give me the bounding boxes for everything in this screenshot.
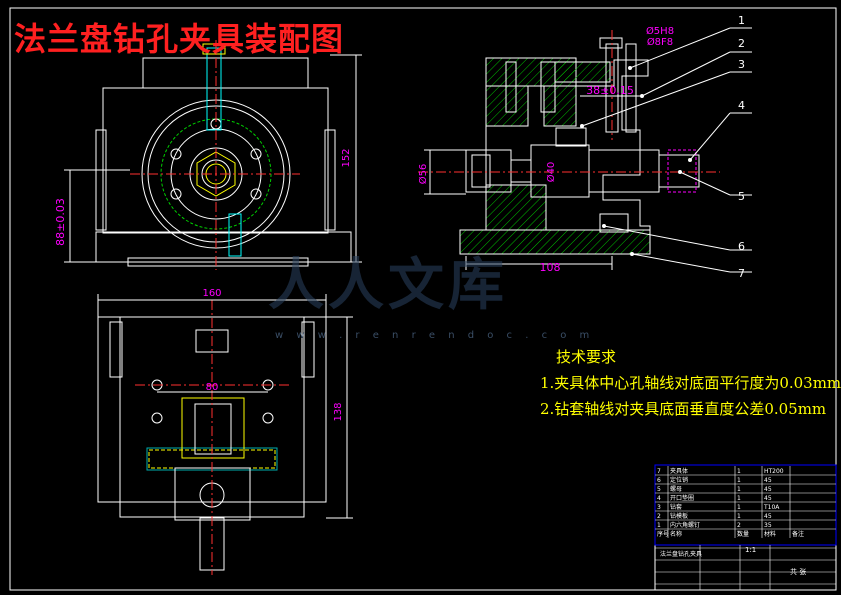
title-block-cell: 1 — [657, 522, 661, 529]
title-block-scale: 1:1 — [745, 546, 756, 554]
requirements-heading: 技术要求 — [556, 348, 617, 366]
right-section-view: Ø56 Ø40 108 38±0.15 Ø5H8 Ø8F8 — [417, 25, 720, 274]
title-block-cell: 定位销 — [670, 476, 688, 484]
title-block-cell: 钻套 — [670, 503, 682, 511]
title-block-cell: 7 — [657, 468, 661, 475]
balloon-4: 4 — [738, 99, 745, 112]
title-block-cell: 35 — [764, 522, 772, 529]
title-block-cell: 1 — [737, 477, 741, 484]
watermark-site: w w w . r e n r e n d o c . c o m — [275, 330, 595, 341]
title-block-cell: 45 — [764, 513, 772, 520]
title-block-header: 备注 — [792, 530, 804, 538]
title-block-header: 序号 — [657, 530, 669, 538]
balloon-3: 3 — [738, 58, 745, 71]
title-block-cell: 3 — [657, 504, 661, 511]
drawing-frame — [9, 7, 837, 591]
dim-88: 88±0.03 — [54, 198, 67, 246]
title-block-cell: 5 — [657, 486, 661, 493]
dim-dia-40: Ø40 — [545, 162, 557, 183]
title-block-cell: T10A — [763, 504, 780, 511]
title-block-cell: 1 — [737, 486, 741, 493]
title-block-cell: 1 — [737, 468, 741, 475]
balloon-6: 6 — [738, 240, 745, 253]
title-block-cell: 45 — [764, 495, 772, 502]
title-block-cell: 1 — [737, 513, 741, 520]
balloon-1: 1 — [738, 14, 745, 27]
dim-108: 108 — [540, 261, 561, 274]
title-block-header: 数量 — [737, 530, 749, 538]
watermark-logo-text: 人人文库 — [268, 253, 508, 318]
title-block-cell: 45 — [764, 477, 772, 484]
balloon-leaders — [580, 27, 752, 273]
dim-38: 38±0.15 — [586, 84, 634, 97]
title-block-cell: 1 — [737, 495, 741, 502]
dim-80: 80 — [206, 382, 219, 393]
balloon-2: 2 — [738, 37, 745, 50]
title-block-cell: 6 — [657, 477, 661, 484]
balloon-numbers: 1 2 3 4 5 6 7 — [738, 14, 745, 280]
top-left-view: 152 88±0.03 — [54, 40, 362, 270]
requirement-item-2: 2.钻套轴线对夹具底面垂直度公差0.05mm — [540, 400, 827, 418]
title-block-cell: 夹具体 — [670, 467, 688, 475]
title-block-cell: 开口垫圈 — [670, 494, 694, 502]
title-block-cell: 内六角螺钉 — [670, 521, 700, 529]
title-block-cell: 45 — [764, 486, 772, 493]
title-block-cell: 4 — [657, 495, 661, 502]
dim-152: 152 — [341, 148, 352, 167]
dim-bore-small-2: Ø8F8 — [647, 36, 673, 48]
title-block-cell: 2 — [737, 522, 741, 529]
title-block-drawing-name: 法兰盘钻孔夹具 — [660, 550, 702, 558]
title-block-cell: 螺母 — [670, 485, 682, 493]
dim-138: 138 — [333, 402, 344, 421]
title-block-sheet: 共 张 — [790, 567, 806, 576]
balloon-7: 7 — [738, 267, 745, 280]
balloon-5: 5 — [738, 190, 745, 203]
dim-bore-small: Ø5H8 — [646, 25, 674, 37]
title-block-cell: 钻模板 — [670, 512, 688, 520]
title-block-header: 名称 — [670, 530, 682, 538]
title-block-cell: 1 — [737, 504, 741, 511]
title-block-cell: HT200 — [764, 468, 784, 475]
bottom-left-view: 160 138 80 — [97, 288, 353, 575]
title-block-cell: 2 — [657, 513, 661, 520]
title-block-header: 材料 — [764, 530, 776, 538]
drawing-title: 法兰盘钻孔夹具装配图 — [14, 20, 345, 58]
dim-160: 160 — [202, 288, 221, 299]
requirement-item-1: 1.夹具体中心孔轴线对底面平行度为0.03mm — [540, 374, 841, 392]
dim-dia-56: Ø56 — [417, 164, 429, 185]
